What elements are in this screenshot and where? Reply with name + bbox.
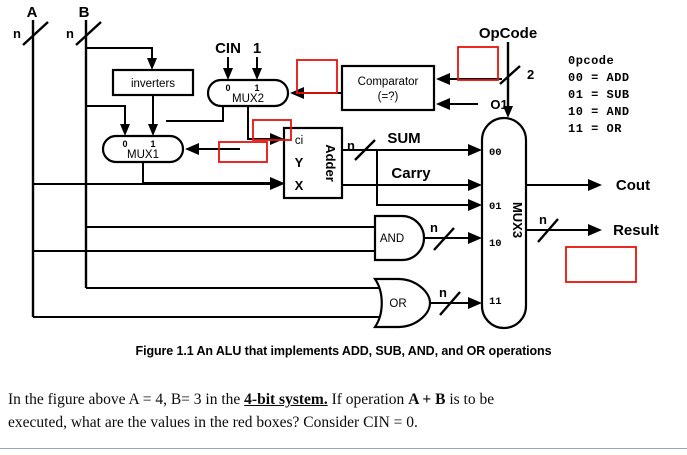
red-answer-boxes [218, 46, 637, 283]
question-text: In the figure above A = 4, B= 3 in the 4… [8, 388, 668, 434]
sum-label: SUM [387, 130, 420, 147]
mux1-select-0-label: 0 [122, 139, 127, 149]
cout-label: Cout [616, 177, 650, 194]
question-line1-part-a: In the figure above A = 4, B= 3 in the [8, 391, 245, 408]
adder-port-y-label: Y [295, 155, 304, 170]
question-line1-part-c: is to be [445, 391, 495, 408]
redbox-adder-ci[interactable] [252, 119, 292, 141]
input-b-label: B [79, 4, 90, 21]
legend-row-sub: 01 = SUB [568, 88, 630, 102]
and-gate-block: AND n [33, 214, 482, 262]
legend-row-or: 11 = OR [568, 122, 622, 136]
sum-signal-group: SUM n [342, 130, 482, 161]
constant-one-label: 1 [253, 40, 261, 57]
sum-width-label: n [347, 138, 355, 153]
mux2-select-1-label: 1 [254, 83, 259, 93]
alu-block-diagram: A n B n inverters 0 1 MUX1 [13, 4, 659, 330]
redbox-opcode[interactable] [457, 46, 499, 81]
result-output-group: n Result [526, 212, 659, 243]
question-bit-system-emphasis: 4-bit system. [244, 391, 328, 408]
mux3-input-10-label: 10 [489, 238, 502, 250]
and-width-label: n [430, 220, 438, 235]
and-gate-label: AND [380, 233, 404, 245]
opcode-legend: 0pcode 00 = ADD 01 = SUB 10 = AND 11 = O… [568, 54, 630, 136]
carry-signal-group: Carry [342, 150, 482, 211]
mux3-input-00-label: 00 [489, 147, 502, 159]
opcode-group: OpCode 2 [479, 25, 537, 118]
question-line1-part-b: If operation [327, 391, 409, 408]
adder-port-ci-label: ci [295, 135, 303, 147]
mux1-select-1-label: 1 [150, 139, 155, 149]
input-a-label: A [27, 4, 38, 21]
question-line-1: In the figure above A = 4, B= 3 in the 4… [8, 388, 668, 411]
mux1-label: MUX1 [127, 149, 159, 161]
legend-title: 0pcode [568, 54, 614, 68]
or-gate-block: OR n [33, 277, 482, 329]
b-fanout-wires [86, 47, 157, 136]
adder-port-x-label: X [295, 178, 304, 193]
legend-row-and: 10 = AND [568, 105, 630, 119]
opcode-label: OpCode [479, 25, 537, 42]
input-a-group: A n [13, 4, 49, 317]
or-gate-label: OR [389, 298, 406, 310]
question-operation-emphasis: A + B [408, 391, 446, 408]
comparator-label-line2: (=?) [378, 91, 399, 103]
adder-block: ci Y X Adder [33, 126, 344, 200]
o1-label: O1 [490, 97, 507, 112]
mux3-input-11-label: 11 [489, 296, 502, 308]
input-a-width-label: n [13, 26, 21, 41]
cin-input-group: CIN 1 [215, 40, 262, 80]
mux2-select-0-label: 0 [225, 83, 230, 93]
figure-caption: Figure 1.1 An ALU that implements ADD, S… [135, 344, 552, 358]
mux3-input-01-label: 01 [489, 201, 502, 213]
comparator-label-line1: Comparator [358, 76, 419, 88]
inverters-label: inverters [131, 78, 175, 90]
opcode-width-label: 2 [527, 67, 534, 82]
question-line-2: executed, what are the values in the red… [8, 414, 418, 431]
carry-label: Carry [391, 165, 431, 182]
legend-row-add: 00 = ADD [568, 71, 630, 85]
mux3-label: MUX3 [510, 202, 525, 238]
mux3-block: 00 01 10 11 MUX3 [480, 116, 528, 330]
mux2-label: MUX2 [232, 93, 264, 105]
redbox-mux1-out[interactable] [218, 141, 268, 163]
cin-label: CIN [215, 40, 241, 57]
input-b-width-label: n [66, 26, 74, 41]
input-b-group: B n [66, 4, 102, 288]
or-width-label: n [439, 285, 447, 300]
result-label: Result [613, 222, 659, 239]
adder-label: Adder [323, 144, 338, 182]
cout-output-group: Cout [526, 177, 650, 194]
redbox-result[interactable] [565, 246, 637, 283]
page-divider [0, 448, 687, 449]
result-width-label: n [539, 212, 547, 227]
comparator-block: Comparator (=?) O1 [340, 64, 508, 112]
redbox-mux2-select[interactable] [296, 59, 338, 94]
inverters-block: inverters [111, 68, 195, 136]
